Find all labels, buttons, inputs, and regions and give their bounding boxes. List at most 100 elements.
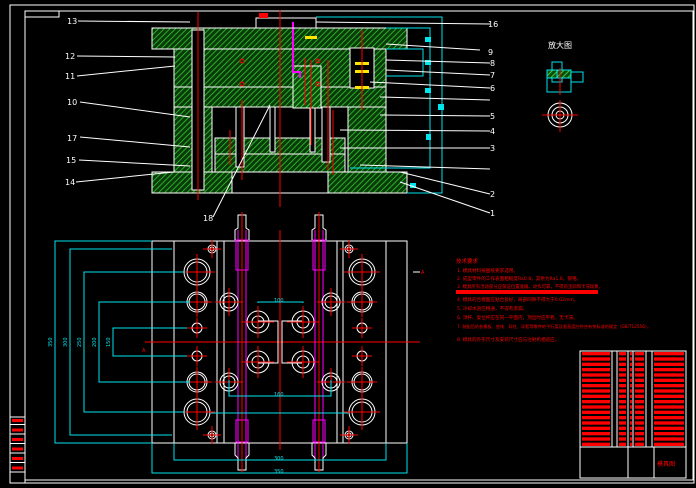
dimension-text: 160 <box>274 392 284 398</box>
tech-req-item: 4. 模具的合模面应贴合良好，局部间隙不得大于0.02mm。 <box>457 296 579 303</box>
title-block-cell-text <box>635 442 644 446</box>
dimension-text: 100 <box>274 298 284 304</box>
title-block-cell-text <box>582 362 610 366</box>
title-block-cell-text <box>582 384 610 388</box>
title-block-cell-text <box>619 394 626 398</box>
title-block-cell-text <box>654 352 684 356</box>
title-block-cell-text <box>654 368 684 372</box>
title-block-cell-text <box>582 416 610 420</box>
revision-strip-frame <box>9 416 26 484</box>
detail-part <box>570 71 584 83</box>
right-leader-lines <box>315 21 491 214</box>
callout-label: 6 <box>490 84 495 93</box>
title-block-cell-text <box>630 426 632 430</box>
title-block-cell-text <box>630 416 632 420</box>
revision-row <box>12 447 23 451</box>
title-block-cell-text <box>630 410 632 414</box>
callout-label: 14 <box>65 178 75 187</box>
title-block-cell-text <box>582 357 610 361</box>
title-block-cell-text <box>582 389 610 393</box>
tech-req-item: 1. 模具材料按图纸要求选用。 <box>457 267 518 274</box>
title-block-cell-text <box>630 389 632 393</box>
title-block-cell-text <box>654 442 684 446</box>
dimension-text: 350 <box>274 469 284 475</box>
revision-row <box>12 419 23 422</box>
title-block-cell-text <box>635 400 644 404</box>
title-block-cell-text <box>619 410 626 414</box>
title-block-cell-text <box>630 384 632 388</box>
title-block-cell-text <box>635 432 644 436</box>
title-block-cell-text <box>619 442 626 446</box>
title-block-cell-text <box>654 426 684 430</box>
callout-label: 17 <box>67 134 77 143</box>
detail-part <box>556 69 572 79</box>
section-mark: A <box>142 348 146 354</box>
title-block-cell-text <box>619 352 626 356</box>
width-dimensions <box>54 240 190 444</box>
title-block-cell-text <box>630 352 632 356</box>
revision-row <box>12 438 23 441</box>
title-block-cell-text <box>630 378 632 382</box>
callout-label: 10 <box>67 98 77 107</box>
revision-row <box>12 457 23 460</box>
cooling-hole <box>315 81 321 87</box>
title-block-cell-text <box>654 373 684 377</box>
tech-req-item: 3. 模具所有活动部分应保证位置准确，动作可靠，不得有歪斜和卡滞现象。 <box>457 283 603 290</box>
title-block-cell-text <box>582 368 610 372</box>
tech-req-item: 5. 冷却水道应畅通，不得有渗漏。 <box>457 305 527 312</box>
title-block-cell-text <box>582 421 610 425</box>
title-block-cell-text <box>654 421 684 425</box>
revision-strip <box>9 416 26 484</box>
title-block-cell-text <box>582 410 610 414</box>
title-block-cell-text <box>619 421 626 425</box>
title-block-cell-text <box>630 362 632 366</box>
detail-view: 放大图 <box>542 40 584 132</box>
cooling-channels <box>235 230 326 470</box>
title-block-cell-text <box>630 400 632 404</box>
title-block-cell-text <box>654 416 684 420</box>
callout-label: 8 <box>490 59 495 68</box>
tech-req-item: 7. 装配后的各模板、垫块、导柱、导套等零件的平行度及垂直度应符合有关标准的规定… <box>457 323 651 330</box>
bottom-clamp-plate-right <box>327 171 408 194</box>
callout-label: 4 <box>490 127 495 136</box>
title-block-cell-text <box>635 405 644 409</box>
cooling-hole <box>239 58 245 64</box>
detail-part <box>546 77 572 93</box>
callout-label: 12 <box>65 52 75 61</box>
runner-system <box>281 320 302 364</box>
title-block-cell-text <box>635 373 644 377</box>
title-block-cell-text <box>582 394 610 398</box>
dimension-text: 350 <box>48 337 54 347</box>
title-block-cell-text <box>619 378 626 382</box>
fitting-centerlines <box>241 212 320 472</box>
callout-label: 1 <box>490 209 495 218</box>
title-block-cell-text <box>582 426 610 430</box>
title-block-cell-text <box>582 432 610 436</box>
sprue-bushing <box>255 17 317 29</box>
outer-frame <box>9 4 695 484</box>
title-block-cell-text <box>635 389 644 393</box>
height-dimension-mid <box>386 48 424 77</box>
title-block-cell-text <box>654 410 684 414</box>
dim-text <box>425 37 431 42</box>
title-block-cell-text <box>635 421 644 425</box>
title-block-cell-text <box>582 400 610 404</box>
title-block-cell-text <box>582 442 610 446</box>
drawing-number-box <box>24 10 60 18</box>
core-insert <box>292 65 322 109</box>
ejector-pin-1 <box>269 106 276 153</box>
title-block-cell-text <box>635 426 644 430</box>
title-block-cell-text <box>582 437 610 441</box>
title-block-cell-text <box>630 442 632 446</box>
runner-system <box>258 320 279 364</box>
title-block-cell-text <box>630 421 632 425</box>
title-block-cell-text <box>654 437 684 441</box>
cooling-hole <box>239 81 245 87</box>
title-block-cell-text <box>582 373 610 377</box>
title-block-cell-text <box>635 384 644 388</box>
title-block-cell-text <box>635 437 644 441</box>
title-block-cell-text <box>635 378 644 382</box>
right-callouts: 16 9 8 7 6 5 4 3 2 1 <box>488 20 498 218</box>
dim-text <box>410 183 416 188</box>
